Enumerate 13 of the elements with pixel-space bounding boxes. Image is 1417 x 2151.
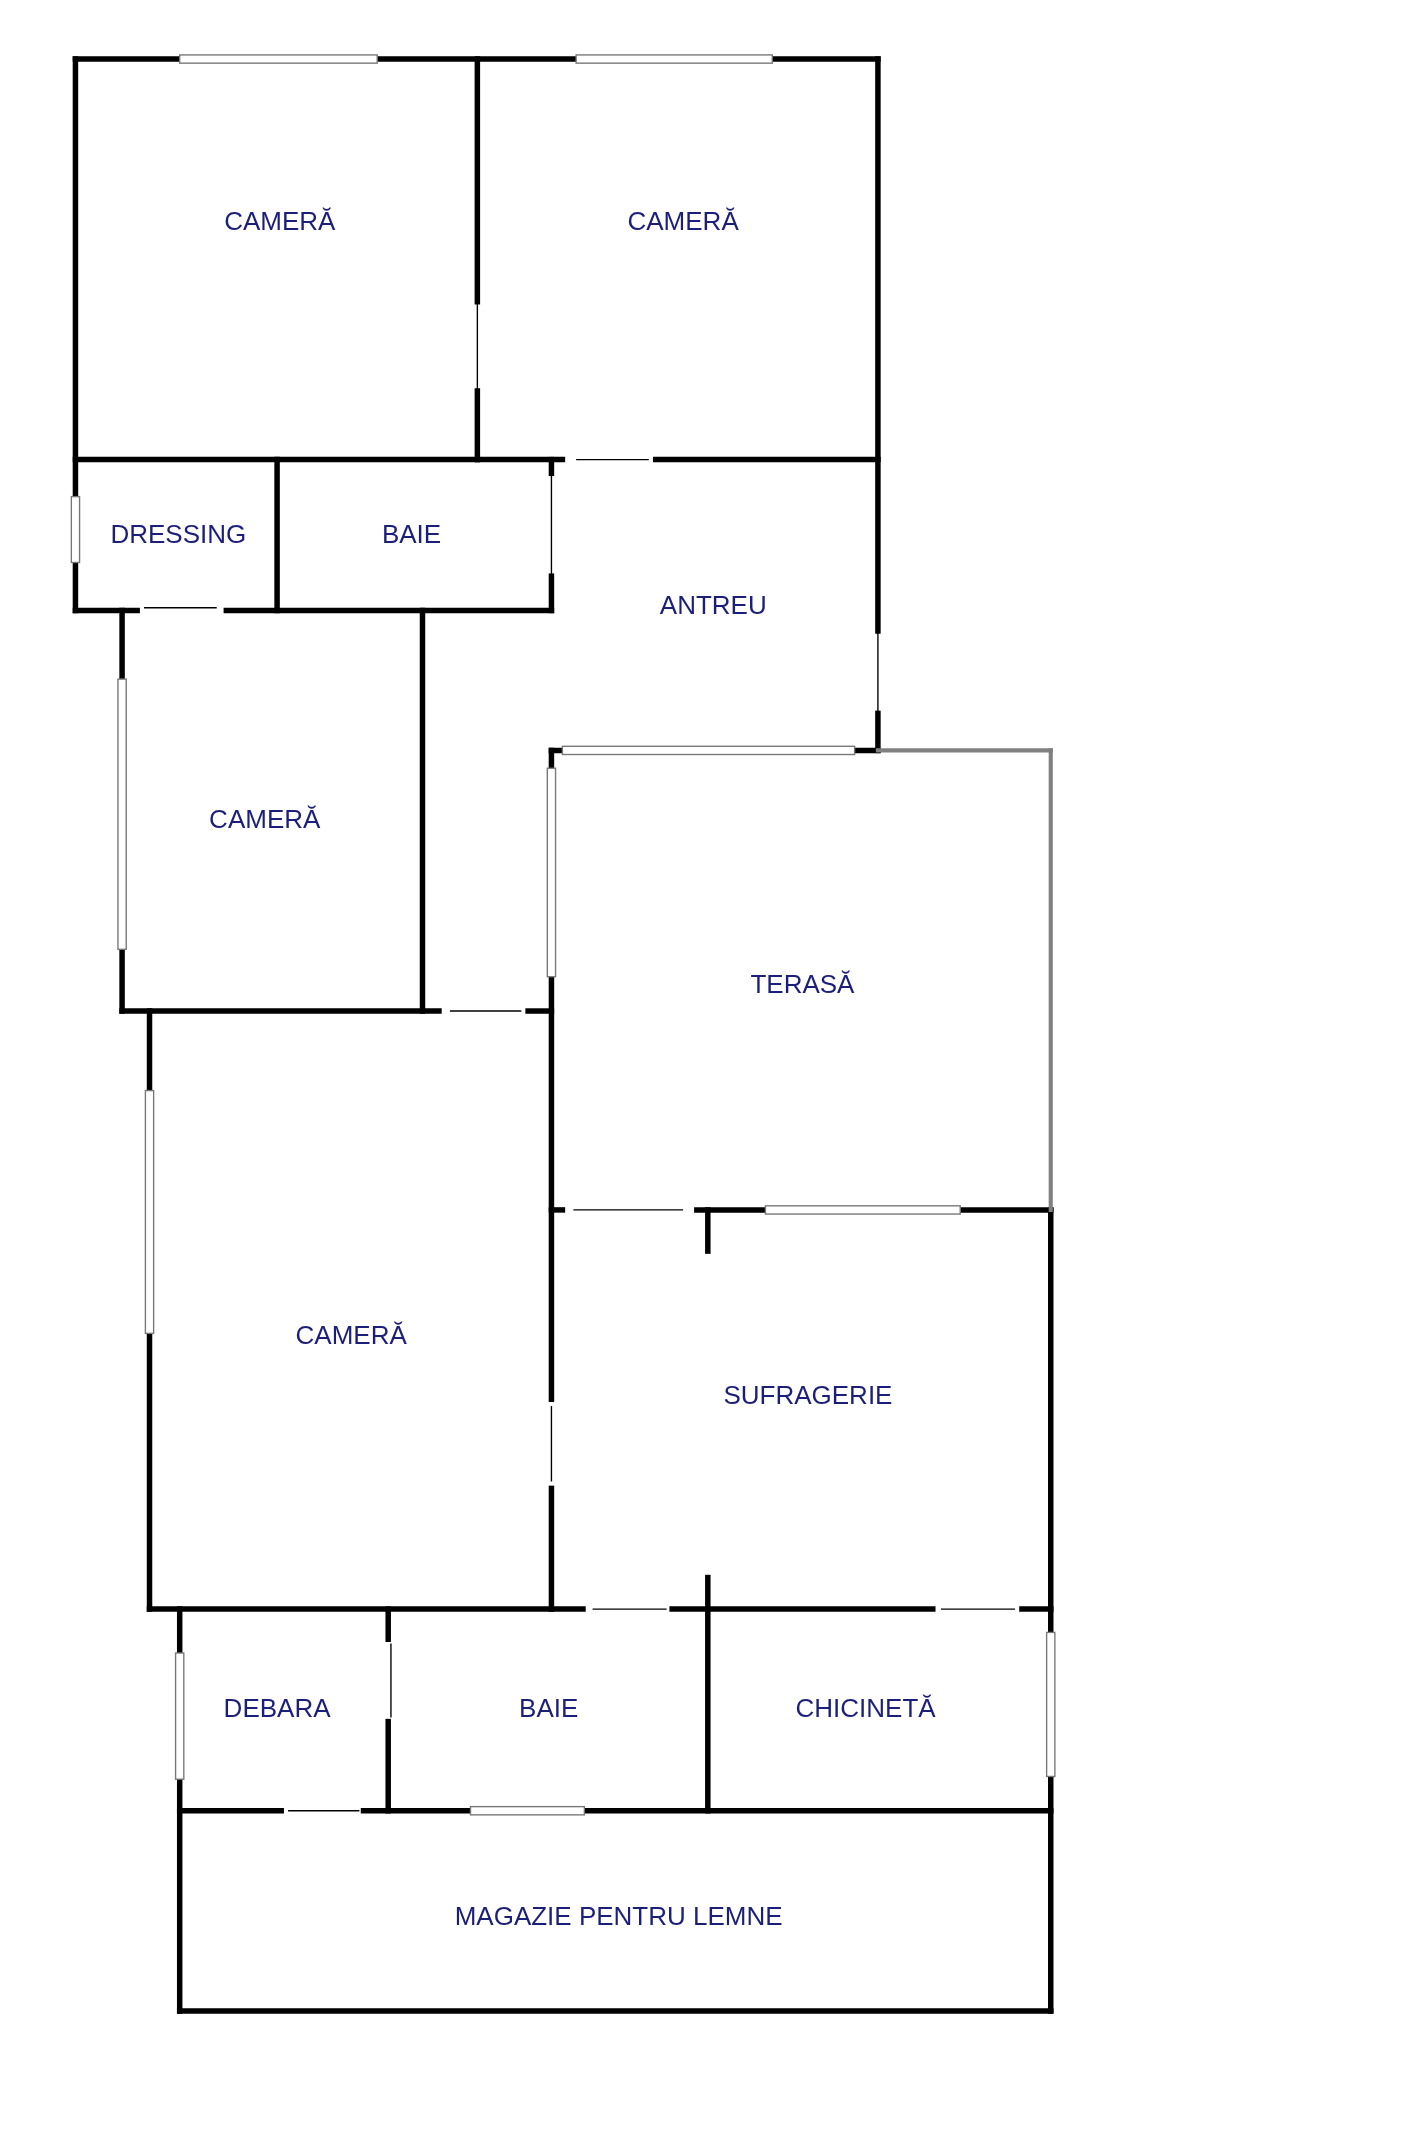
room-label: BAIE xyxy=(381,520,442,547)
room-label: TERASĂ xyxy=(750,970,855,997)
room-label: CAMERĂ xyxy=(295,1321,407,1348)
room-label: CAMERĂ xyxy=(224,207,336,234)
room-label: SUFRAGERIE xyxy=(723,1382,893,1409)
room-label: DEBARA xyxy=(223,1694,331,1721)
room-label: DRESSING xyxy=(110,520,247,547)
room-label: CAMERĂ xyxy=(209,805,321,832)
room-label: ANTREU xyxy=(659,591,767,618)
room-label: CAMERĂ xyxy=(627,207,739,234)
room-label: CHICINETĂ xyxy=(795,1694,936,1721)
room-label: BAIE xyxy=(519,1694,579,1721)
room-label: MAGAZIE PENTRU LEMNE xyxy=(454,1903,783,1930)
